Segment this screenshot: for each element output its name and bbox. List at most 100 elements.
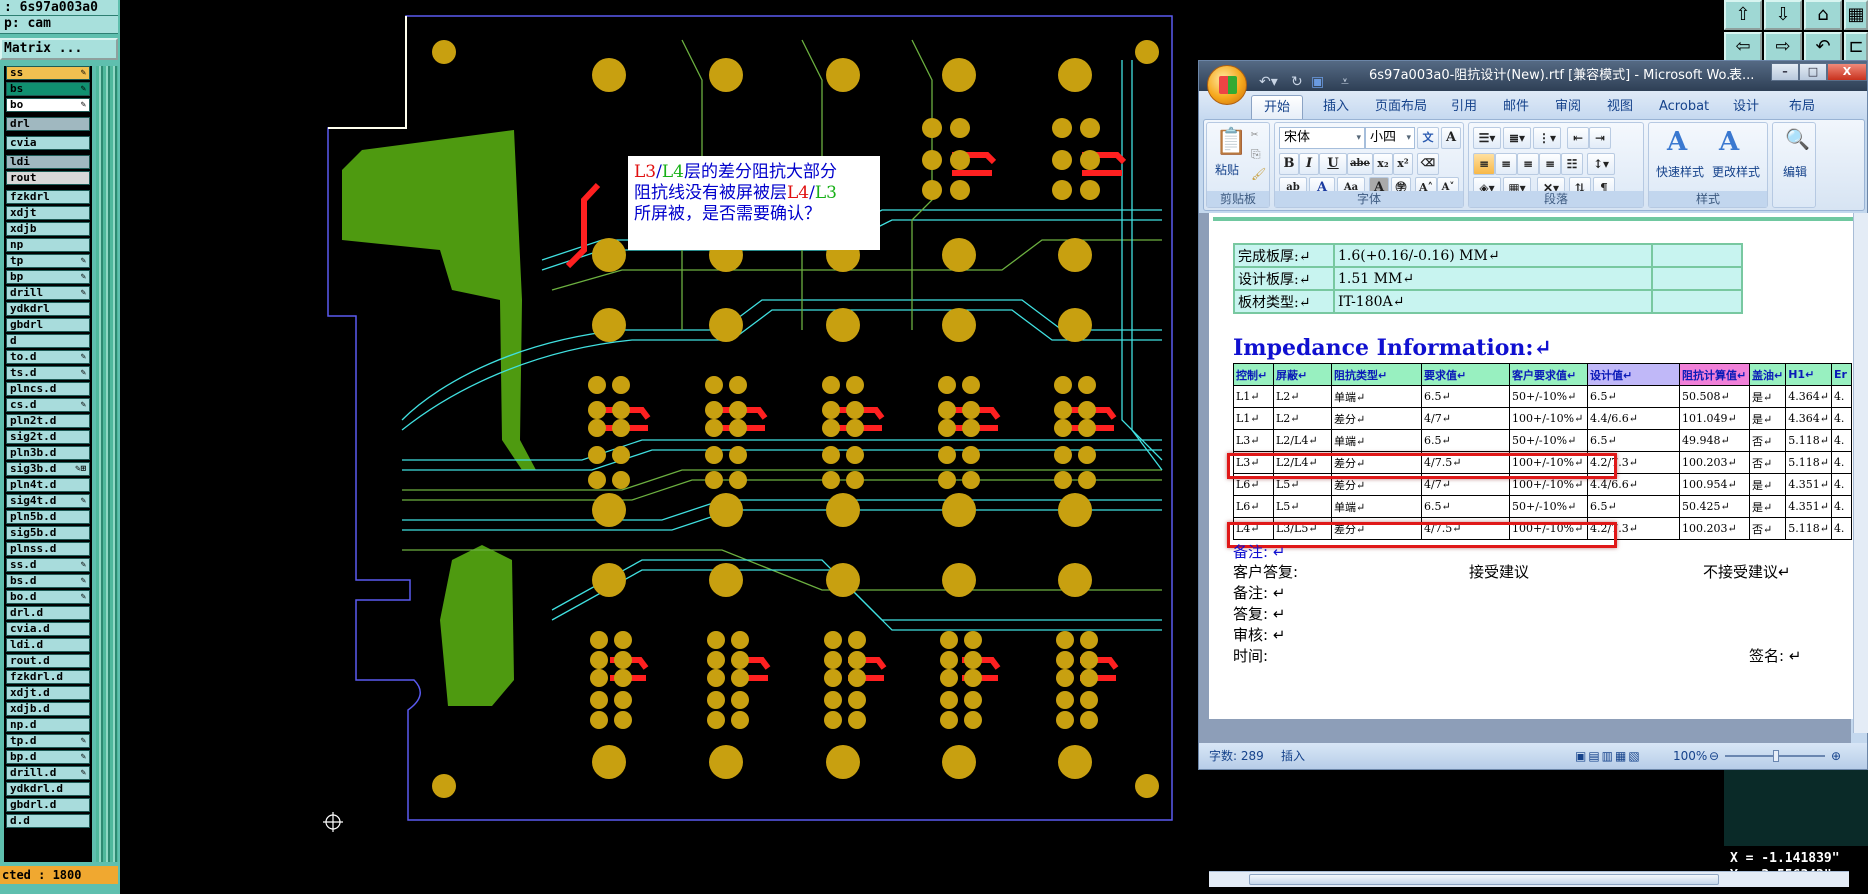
table-cell[interactable]: 50.425↵ bbox=[1679, 495, 1750, 518]
decrease-indent-icon[interactable]: ⇤ bbox=[1567, 127, 1589, 149]
tab-home[interactable]: 开始 bbox=[1251, 95, 1304, 119]
layer-affected-icon[interactable]: ✎ bbox=[80, 68, 86, 78]
layer-item[interactable]: d.d bbox=[6, 814, 90, 828]
tab-references[interactable]: 引用 bbox=[1451, 99, 1478, 114]
table-cell[interactable]: 6.5↵ bbox=[1587, 495, 1680, 518]
redo-icon[interactable]: ↻ bbox=[1291, 74, 1303, 90]
table-cell[interactable]: 6.5↵ bbox=[1421, 429, 1510, 452]
layer-affected-icon[interactable]: ✎ bbox=[80, 576, 86, 586]
table-cell[interactable]: 4.364↵ bbox=[1785, 385, 1832, 408]
superscript-button[interactable]: x² bbox=[1393, 153, 1413, 175]
layer-item[interactable]: bo.d✎ bbox=[6, 590, 90, 604]
table-cell[interactable]: 是↵ bbox=[1748, 495, 1787, 518]
change-styles-button[interactable]: 更改样式 bbox=[1711, 165, 1760, 179]
layer-affected-icon[interactable]: ✎ bbox=[80, 560, 86, 570]
vertical-scrollbar[interactable] bbox=[1853, 213, 1868, 733]
maximize-button[interactable]: □ bbox=[1799, 63, 1827, 81]
document-page[interactable]: 完成板厚:↵1.6(+0.16/-0.16) MM↵设计板厚:↵1.51 MM↵… bbox=[1209, 213, 1853, 719]
multilevel-list-icon[interactable]: ⋮▾ bbox=[1533, 127, 1561, 149]
layer-item[interactable]: pln4t.d bbox=[6, 478, 90, 492]
layer-item[interactable]: bp✎ bbox=[6, 270, 90, 284]
clear-formatting-icon[interactable]: ⌫ bbox=[1417, 153, 1439, 175]
italic-button[interactable]: I bbox=[1299, 153, 1319, 175]
layer-item[interactable]: np bbox=[6, 238, 90, 252]
table-cell[interactable]: 4.351↵ bbox=[1785, 473, 1832, 496]
layer-affected-icon[interactable]: ✎ bbox=[80, 752, 86, 762]
office-button[interactable] bbox=[1207, 65, 1247, 105]
move-down-icon[interactable]: ⇩ bbox=[1764, 0, 1802, 30]
layer-item[interactable]: pln5b.d bbox=[6, 510, 90, 524]
move-up-icon[interactable]: ⇧ bbox=[1724, 0, 1762, 30]
table-cell[interactable]: 是↵ bbox=[1748, 385, 1787, 408]
cut-icon[interactable]: ✂ bbox=[1251, 127, 1259, 141]
layer-item[interactable]: drill✎ bbox=[6, 286, 90, 300]
table-cell[interactable]: 差分↵ bbox=[1331, 407, 1422, 430]
move-right-icon[interactable]: ⇨ bbox=[1764, 32, 1802, 62]
customize-qat-icon[interactable]: ⩡ bbox=[1341, 74, 1349, 90]
layer-affected-icon[interactable]: ✎ bbox=[80, 288, 86, 298]
table-cell[interactable]: 100.954↵ bbox=[1679, 473, 1750, 496]
move-left-icon[interactable]: ⇦ bbox=[1724, 32, 1762, 62]
layer-item[interactable]: fzkdrl.d bbox=[6, 670, 90, 684]
paste-icon[interactable]: 📋 bbox=[1215, 127, 1248, 157]
horizontal-scrollbar[interactable] bbox=[1209, 871, 1849, 887]
align-left-icon[interactable]: ≡ bbox=[1473, 153, 1495, 175]
table-cell[interactable]: 4/7.5↵ bbox=[1421, 451, 1510, 474]
table-cell[interactable]: 4.2/7.3↵ bbox=[1587, 451, 1680, 474]
table-cell[interactable]: L2↵ bbox=[1273, 407, 1332, 430]
justify-icon[interactable]: ≡ bbox=[1539, 153, 1561, 175]
layer-affected-icon[interactable]: ✎ bbox=[80, 100, 86, 110]
table-cell[interactable]: L1↵ bbox=[1233, 385, 1274, 408]
table-cell[interactable]: 4. bbox=[1830, 429, 1852, 452]
close-button[interactable]: X bbox=[1827, 63, 1867, 81]
quick-styles-icon[interactable]: A bbox=[1667, 127, 1688, 157]
table-cell[interactable]: 4. bbox=[1830, 407, 1852, 430]
layer-affected-icon[interactable]: ✎ bbox=[80, 256, 86, 266]
pcb-canvas[interactable] bbox=[122, 0, 1202, 894]
table-cell[interactable]: 49.948↵ bbox=[1679, 429, 1750, 452]
table-cell[interactable]: 5.118↵ bbox=[1785, 429, 1832, 452]
table-cell[interactable]: L3↵ bbox=[1233, 429, 1274, 452]
table-cell[interactable]: 6.5↵ bbox=[1421, 495, 1510, 518]
layer-affected-icon[interactable]: ✎ bbox=[80, 272, 86, 282]
table-cell[interactable]: 4.351↵ bbox=[1785, 495, 1832, 518]
layer-item[interactable]: sig2t.d bbox=[6, 430, 90, 444]
table-cell[interactable]: 5.118↵ bbox=[1785, 517, 1832, 540]
table-cell[interactable]: 100.203↵ bbox=[1679, 517, 1750, 540]
layer-item[interactable]: gbdrl.d bbox=[6, 798, 90, 812]
edit-button[interactable]: 编辑 bbox=[1782, 165, 1807, 179]
layer-item[interactable]: ydkdrl bbox=[6, 302, 90, 316]
table-cell[interactable]: 单端↵ bbox=[1331, 385, 1422, 408]
undo-view-icon[interactable]: ↶ bbox=[1804, 32, 1842, 62]
layer-item[interactable]: bo✎ bbox=[6, 98, 90, 112]
table-cell[interactable]: 50+/-10%↵ bbox=[1509, 495, 1588, 518]
numbering-icon[interactable]: ≣▾ bbox=[1503, 127, 1531, 149]
layer-item[interactable]: pln3b.d bbox=[6, 446, 90, 460]
layer-affected-icon[interactable]: ✎ bbox=[80, 352, 86, 362]
table-cell[interactable]: 6.5↵ bbox=[1421, 385, 1510, 408]
layer-item[interactable]: bs.d✎ bbox=[6, 574, 90, 588]
layer-item[interactable]: tp✎ bbox=[6, 254, 90, 268]
word-title-bar[interactable]: ↶▾ ↻ ▣ ⩡ 6s97a003a0-阻抗设计(New).rtf [兼容模式]… bbox=[1199, 61, 1867, 91]
view-buttons-icon[interactable]: ▣▤▥▦▧ bbox=[1575, 749, 1642, 763]
layer-item[interactable]: d bbox=[6, 334, 90, 348]
paste-button[interactable]: 粘贴 bbox=[1214, 163, 1239, 177]
layer-affected-icon[interactable]: ✎ bbox=[80, 368, 86, 378]
table-cell[interactable]: 是↵ bbox=[1748, 473, 1787, 496]
table-cell[interactable]: 5.118↵ bbox=[1785, 451, 1832, 474]
find-icon[interactable]: 🔍 bbox=[1785, 127, 1810, 151]
layer-item[interactable]: bp.d✎ bbox=[6, 750, 90, 764]
layer-item[interactable]: sig5b.d bbox=[6, 526, 90, 540]
layer-item[interactable]: plnss.d bbox=[6, 542, 90, 556]
table-cell[interactable]: 4/7↵ bbox=[1421, 407, 1510, 430]
table-cell[interactable]: 否↵ bbox=[1748, 451, 1787, 474]
layer-item[interactable]: rout.d bbox=[6, 654, 90, 668]
table-cell[interactable]: 否↵ bbox=[1748, 429, 1787, 452]
layer-item[interactable]: xdjt.d bbox=[6, 686, 90, 700]
table-cell[interactable]: 50+/-10%↵ bbox=[1509, 385, 1588, 408]
layer-item[interactable]: tp.d✎ bbox=[6, 734, 90, 748]
table-cell[interactable]: 否↵ bbox=[1748, 517, 1787, 540]
bullets-icon[interactable]: ☰▾ bbox=[1473, 127, 1501, 149]
layer-item[interactable]: drill.d✎ bbox=[6, 766, 90, 780]
char-border-icon[interactable]: A bbox=[1441, 127, 1461, 149]
